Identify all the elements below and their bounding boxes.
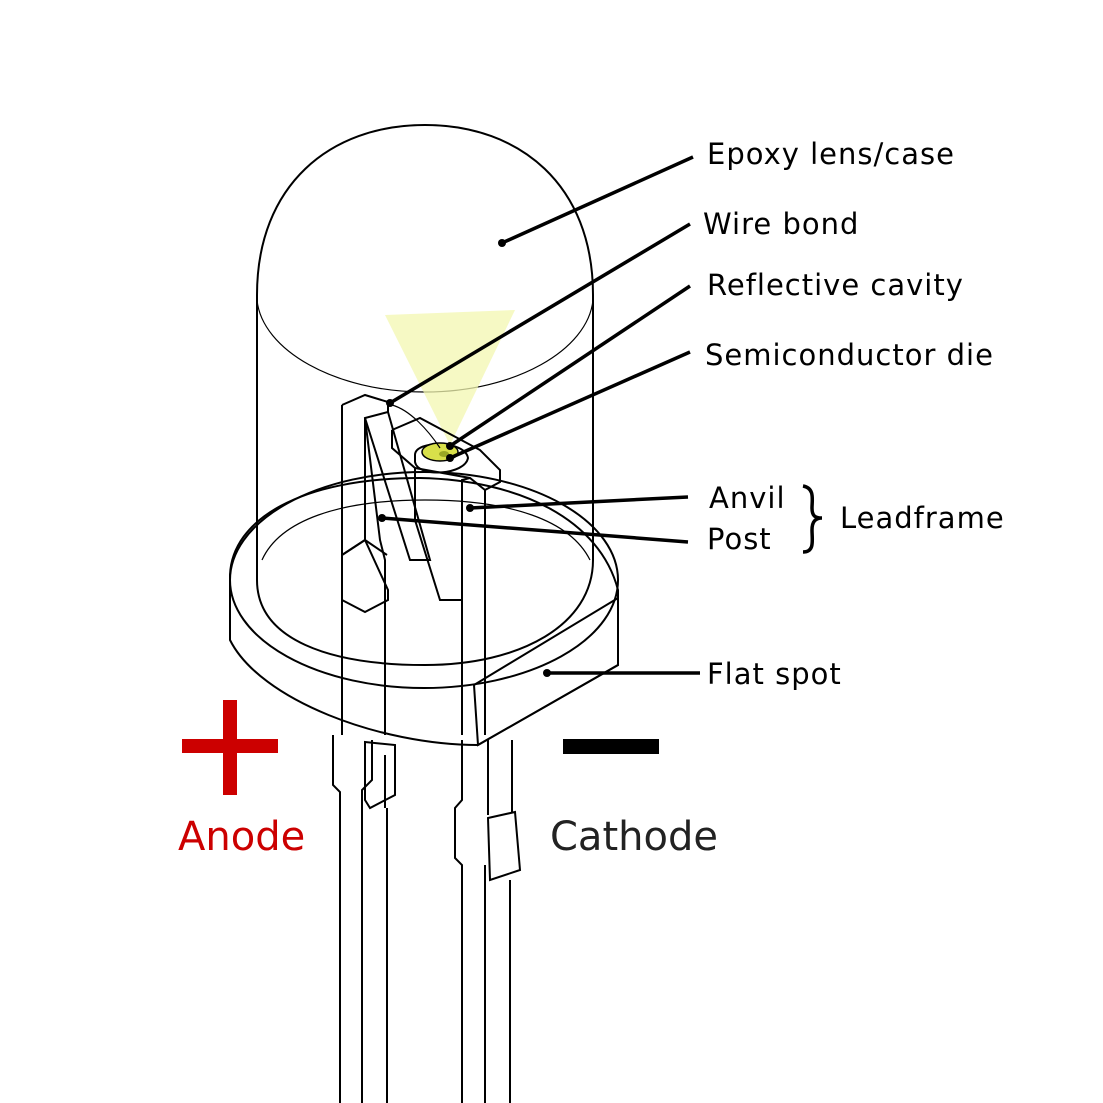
anvil [391,416,501,735]
die-glow [385,310,515,445]
plus-sign-icon [182,700,278,795]
label-reflective-cavity: Reflective cavity [707,268,964,302]
post [341,393,432,735]
label-wire-bond: Wire bond [703,207,859,241]
base-rim [229,471,619,747]
label-post: Post [707,522,772,556]
wire-bond [391,404,441,449]
label-anvil: Anvil [709,481,786,515]
label-cathode: Cathode [550,814,718,860]
label-flat-spot: Flat spot [707,657,842,691]
anode-leg [332,735,396,1103]
label-anode: Anode [178,814,305,860]
cathode-leg [454,740,522,1103]
label-leadframe: Leadframe [840,501,1005,535]
label-epoxy-lens: Epoxy lens/case [707,137,955,171]
leadframe-brace [802,484,823,554]
label-semiconductor-die: Semiconductor die [705,338,994,372]
leader-lines [378,155,700,677]
minus-sign-icon [563,739,659,754]
